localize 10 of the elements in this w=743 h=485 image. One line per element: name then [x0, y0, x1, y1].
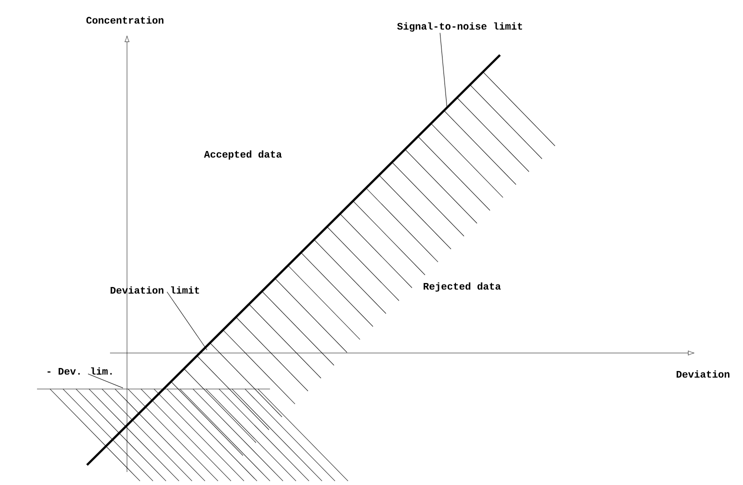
leader-line — [166, 292, 208, 350]
leader-line — [88, 374, 124, 388]
limit-label: - Dev. lim. — [48, 367, 112, 375]
region-label: Accepted data — [204, 150, 282, 160]
leader-line — [440, 32, 448, 108]
limit-label: Signal-to-noise limit — [397, 22, 522, 32]
limit-label: Deviation limit — [110, 286, 200, 294]
region-label: Rejected data — [424, 282, 501, 292]
axis-label: Deviation — [676, 370, 730, 378]
axis-label: Concentration — [86, 16, 164, 24]
